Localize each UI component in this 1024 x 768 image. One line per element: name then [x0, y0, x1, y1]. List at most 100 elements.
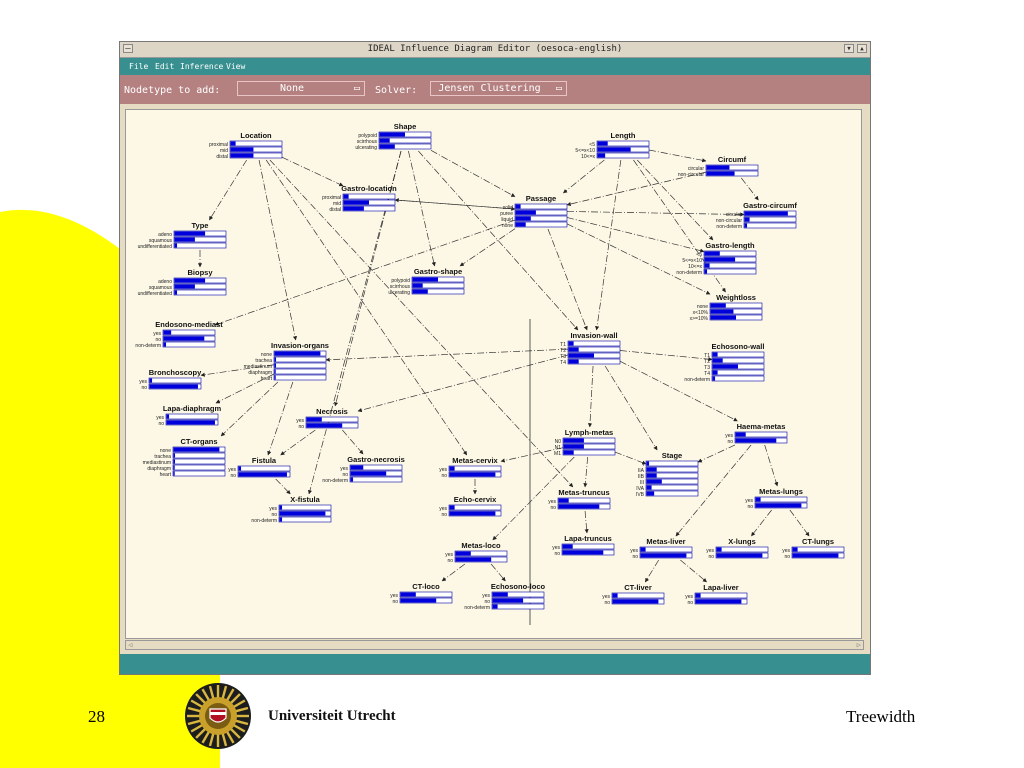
- probability-bar: [279, 505, 283, 510]
- state-label: T3: [704, 365, 710, 371]
- maximize-button[interactable]: ▴: [857, 44, 867, 54]
- minimize-button[interactable]: ▾: [844, 44, 854, 54]
- menu-file[interactable]: File: [129, 62, 149, 71]
- probability-bar: [706, 165, 730, 170]
- probability-bar: [163, 330, 172, 335]
- node-title: Metas-liver: [646, 537, 685, 546]
- menu-view[interactable]: View: [226, 62, 246, 71]
- edge-passage-gastro_location: [394, 198, 516, 210]
- state-label: yes: [439, 467, 447, 473]
- node-title: Haema-metas: [737, 422, 786, 431]
- solver-dropdown[interactable]: Jensen Clustering ▭: [430, 81, 567, 96]
- state-label: no: [604, 600, 610, 606]
- probability-frame: [349, 464, 403, 471]
- scroll-left-icon[interactable]: ◁: [128, 641, 133, 649]
- probability-frame: [514, 203, 568, 210]
- probability-frame: [273, 356, 327, 363]
- probability-frame: [237, 465, 291, 472]
- nodetype-dropdown[interactable]: None ▭: [237, 81, 365, 96]
- node-title: CT-liver: [624, 583, 652, 592]
- edge-metas_truncus-lapa_truncus: [584, 510, 589, 534]
- state-label: 10<=x: [688, 264, 702, 270]
- probability-frame: [567, 358, 621, 365]
- probability-bar: [492, 592, 508, 597]
- node-title: Bronchoscopy: [149, 368, 202, 377]
- menu-edit[interactable]: Edit: [155, 62, 175, 71]
- state-label: no: [727, 439, 733, 445]
- probability-frame: [557, 497, 611, 504]
- edge-necrosis-gastro_necrosis: [342, 429, 364, 455]
- state-label: diaphragm: [147, 466, 171, 472]
- probability-bar: [612, 593, 618, 598]
- state-label: yes: [552, 545, 560, 551]
- nodetype-label: Nodetype to add:: [124, 85, 221, 96]
- state-label: no: [141, 385, 147, 391]
- probability-frame: [709, 302, 763, 309]
- solver-label: Solver:: [375, 85, 418, 96]
- edge-location-gastro_location: [281, 156, 344, 187]
- node-title: Type: [192, 221, 209, 230]
- state-label: M1: [554, 451, 561, 457]
- menu-inference[interactable]: Inference: [180, 62, 224, 71]
- state-label: scirrhous: [390, 284, 411, 290]
- node-ct-organs[interactable]: CT-organsnonetracheamediastinumdiaphragm…: [143, 437, 226, 478]
- horizontal-scrollbar[interactable]: ◁ ▷: [125, 640, 864, 650]
- node-gastro-circumf[interactable]: Gastro-circumfcircularnon-circularnon-de…: [716, 201, 798, 230]
- state-label: none: [502, 223, 513, 229]
- scroll-right-icon[interactable]: ▷: [856, 641, 861, 649]
- state-label: squamous: [149, 238, 173, 244]
- state-label: puree: [500, 211, 513, 217]
- probability-bar: [173, 447, 220, 452]
- edge-location-metas_truncus: [269, 159, 574, 488]
- probability-bar: [704, 251, 720, 256]
- probability-bar: [562, 544, 573, 549]
- node-title: Circumf: [718, 155, 747, 164]
- window-menu-button[interactable]: –: [123, 44, 133, 54]
- node-title: Gastro-necrosis: [347, 455, 405, 464]
- node-invasion-organs[interactable]: Invasion-organsnonetracheamediastinumdia…: [244, 341, 329, 382]
- state-label: no: [392, 599, 398, 605]
- node-title: Metas-cervix: [452, 456, 498, 465]
- probability-frame: [567, 346, 621, 353]
- edge-lymph_metas-metas_cervix: [500, 447, 564, 463]
- vertical-scrollbar[interactable]: [861, 109, 870, 639]
- probability-bar: [558, 498, 569, 503]
